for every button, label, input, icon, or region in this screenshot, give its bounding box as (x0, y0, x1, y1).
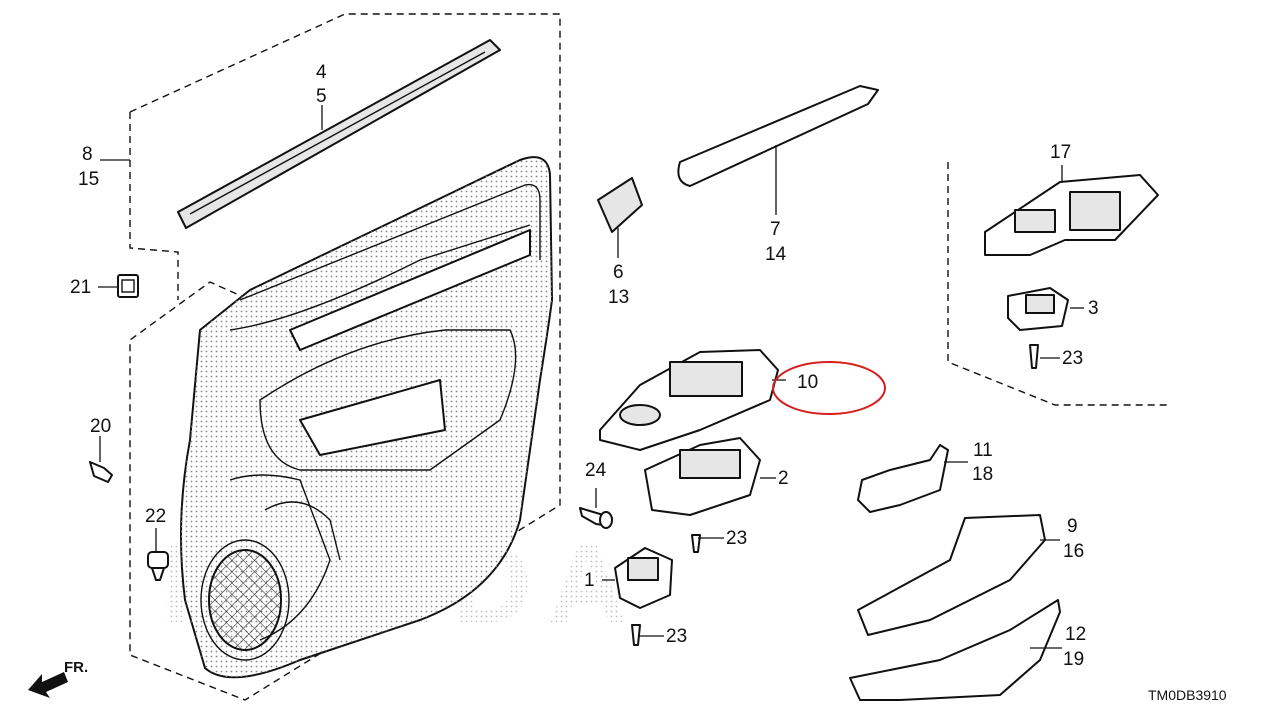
callout-4: 4 (316, 62, 327, 83)
callout-12: 12 (1065, 624, 1086, 645)
speaker-grille (208, 549, 282, 651)
screw-24 (579, 507, 613, 529)
callout-14: 14 (765, 244, 787, 265)
callout-15: 15 (78, 169, 99, 190)
callout-7: 7 (770, 219, 781, 240)
screw-23-c (1029, 344, 1039, 369)
power-window-master-switch-2 (644, 437, 761, 516)
cap-cover (597, 177, 643, 233)
callout-5: 5 (316, 86, 327, 107)
armrest-9 (857, 514, 1046, 636)
door-garnish (677, 85, 879, 187)
callout-1: 1 (584, 570, 595, 591)
armrest-lower-12 (849, 599, 1061, 701)
callout-2: 2 (778, 468, 789, 489)
mirror-switch-3 (1007, 287, 1069, 331)
callout-23-a: 23 (726, 528, 747, 549)
callout-8: 8 (82, 144, 93, 165)
pull-pocket-bracket (857, 444, 949, 513)
callout-22: 22 (145, 506, 166, 527)
highlight-ring (772, 361, 886, 415)
callout-18: 18 (972, 464, 993, 485)
callout-3: 3 (1088, 298, 1099, 319)
callout-13: 13 (608, 287, 629, 308)
trim-clip (117, 274, 139, 298)
callout-6: 6 (613, 262, 624, 283)
callout-19: 19 (1063, 649, 1084, 670)
callout-20: 20 (90, 416, 111, 437)
callout-23-c: 23 (1062, 348, 1083, 369)
callout-11: 11 (973, 440, 993, 461)
assembly-boundary-top (129, 112, 179, 300)
front-direction-label: FR. (64, 659, 88, 676)
callout-21: 21 (70, 277, 91, 298)
screw-23-a (691, 534, 701, 553)
callout-17: 17 (1050, 142, 1071, 163)
diagram-code: TM0DB3910 (1148, 687, 1227, 703)
power-window-switch-panel-10 (599, 349, 779, 451)
front-direction-arrow-icon (28, 672, 68, 698)
switch-panel-17 (984, 174, 1159, 256)
callout-16: 16 (1063, 541, 1084, 562)
callout-10: 10 (797, 372, 818, 393)
callout-9: 9 (1067, 516, 1078, 537)
door-lining-panel (180, 156, 553, 679)
weatherstrip-molding (177, 39, 501, 229)
leader-lines (98, 105, 1084, 649)
callout-23-b: 23 (666, 626, 687, 647)
fastener-22 (147, 551, 169, 581)
power-window-switch-1 (614, 547, 673, 609)
callout-24: 24 (585, 460, 607, 481)
screw-23-b (631, 624, 641, 646)
assembly-boundary-right (947, 162, 1168, 406)
assembly-boundary-left (129, 13, 561, 701)
screw-20 (89, 461, 113, 483)
